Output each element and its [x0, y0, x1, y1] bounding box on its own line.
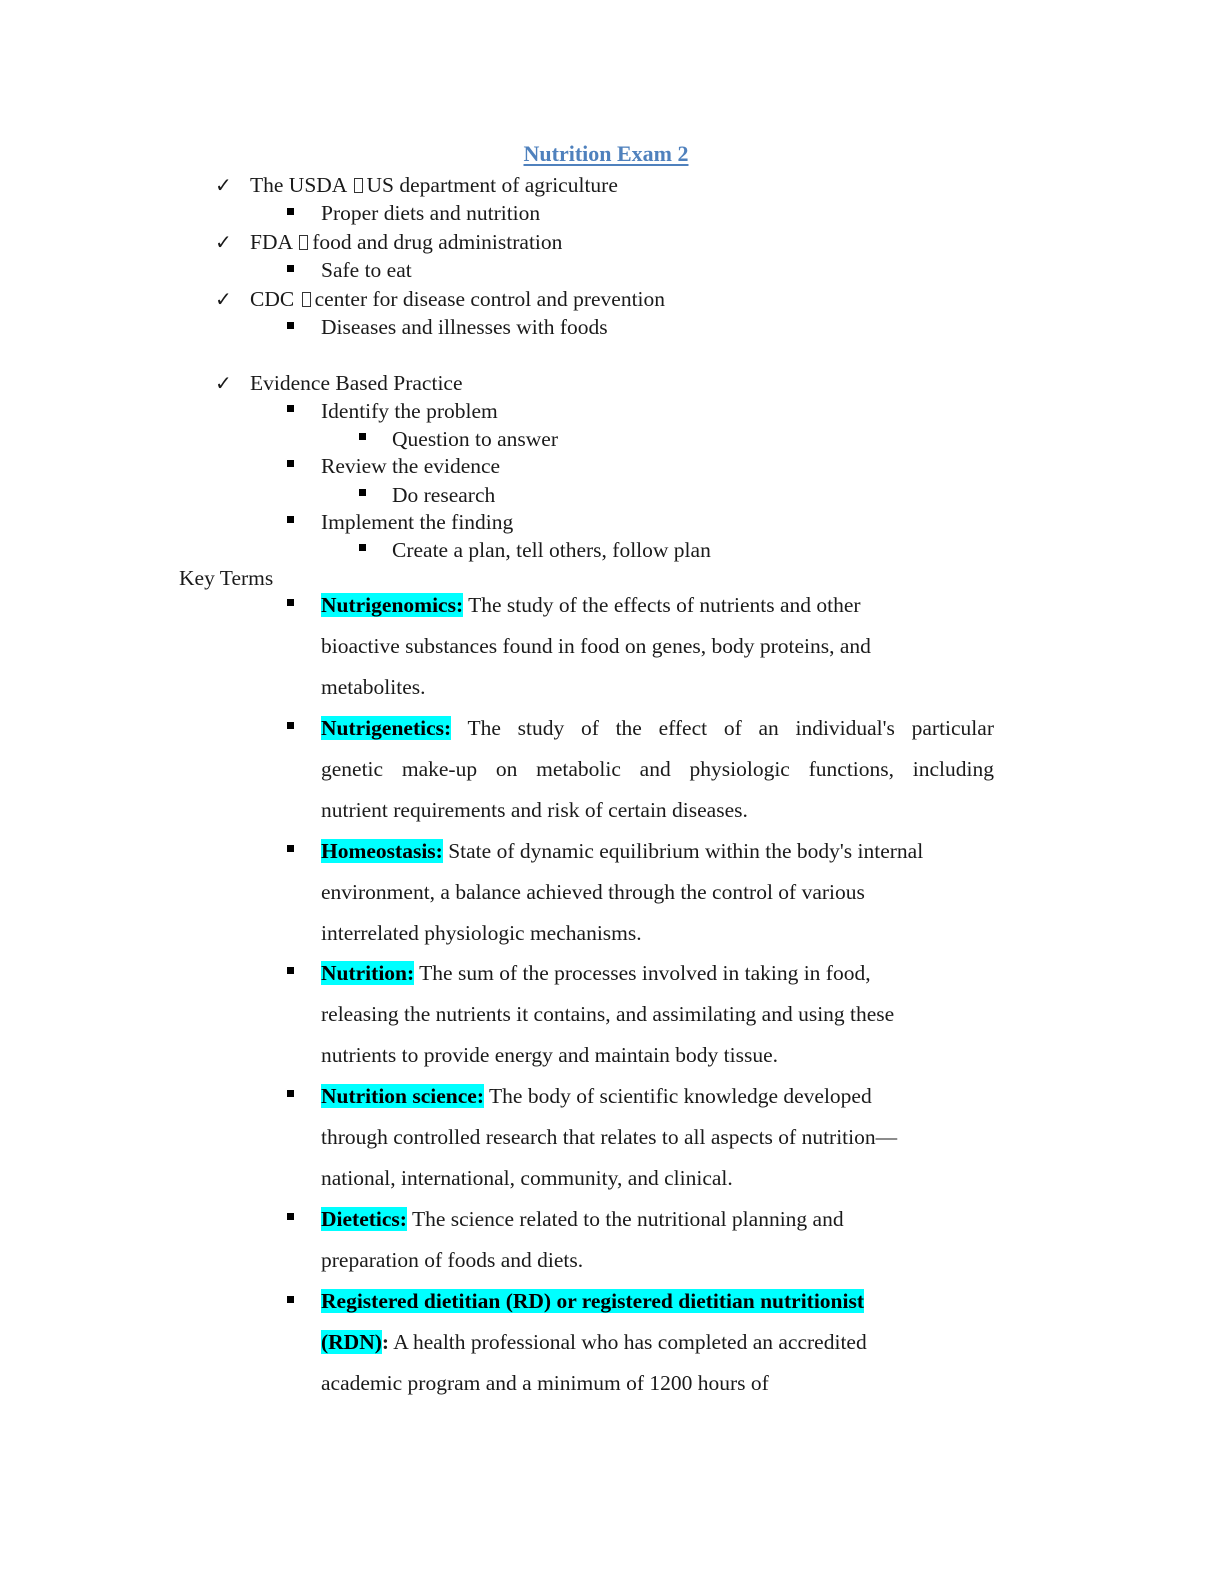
square-bullet-icon: [287, 1213, 294, 1220]
agency-full-name: center for disease control and preventio…: [314, 287, 666, 311]
definition-line: academic program and a minimum of 1200 h…: [321, 1370, 769, 1395]
square-bullet-icon: [359, 489, 366, 496]
definition-line: national, international, community, and …: [321, 1165, 733, 1190]
term-label: Homeostasis:: [321, 839, 443, 863]
agency-cdc: CDC center for disease control and preve…: [250, 285, 665, 313]
square-bullet-icon: [287, 845, 294, 852]
ebp-step: Implement the finding: [321, 510, 514, 534]
agency-note: Safe to eat: [321, 258, 412, 282]
term-label: Registered dietitian (RD) or registered …: [321, 1289, 865, 1313]
definition-line: environment, a balance achieved through …: [321, 879, 865, 904]
agency-abbr: CDC: [250, 287, 295, 311]
definition-line: metabolites.: [321, 674, 426, 699]
checkmark-icon: ✓: [215, 371, 232, 395]
term-nutrition: Nutrition: The sum of the processes invo…: [321, 953, 994, 1075]
square-bullet-icon: [287, 460, 294, 467]
agency-full-name: US department of agriculture: [366, 173, 618, 197]
square-bullet-icon: [287, 599, 294, 606]
term-nutrition-science: Nutrition science: The body of scientifi…: [321, 1076, 994, 1198]
definition-line: A health professional who has completed …: [393, 1329, 867, 1354]
square-bullet-icon: [287, 208, 294, 215]
square-bullet-icon: [287, 1090, 294, 1097]
term-dietetics: Dietetics: The science related to the nu…: [321, 1199, 994, 1281]
term-registered-dietitian: Registered dietitian (RD) or registered …: [321, 1281, 994, 1403]
definition-line: The study of the effects of nutrients an…: [468, 593, 861, 617]
definition-line: The science related to the nutritional p…: [411, 1207, 844, 1231]
definition-line: bioactive substances found in food on ge…: [321, 633, 871, 658]
ebp-step-detail: Do research: [392, 483, 496, 507]
term-label: Nutrigenetics:: [321, 716, 452, 740]
term-label: Dietetics:: [321, 1207, 407, 1231]
ebp-step-detail: Create a plan, tell others, follow plan: [392, 538, 711, 562]
box-glyph-icon: [301, 292, 311, 307]
checkmark-icon: ✓: [215, 287, 232, 311]
term-homeostasis: Homeostasis: State of dynamic equilibriu…: [321, 831, 994, 953]
definition-line: preparation of foods and diets.: [321, 1247, 584, 1272]
square-bullet-icon: [287, 967, 294, 974]
square-bullet-icon: [287, 722, 294, 729]
agency-abbr: The USDA: [250, 173, 347, 197]
term-label: (RDN): [321, 1329, 382, 1354]
agency-note: Diseases and illnesses with foods: [321, 315, 608, 339]
term-label: Nutrition science:: [321, 1084, 485, 1108]
definition-line: genetic make-up on metabolic and physiol…: [321, 756, 994, 781]
agency-full-name: food and drug administration: [312, 230, 563, 254]
ebp-heading: Evidence Based Practice: [250, 371, 463, 395]
definition-line: nutrients to provide energy and maintain…: [321, 1042, 778, 1067]
square-bullet-icon: [287, 322, 294, 329]
definition-line: The study of the effect of an individual…: [467, 716, 995, 740]
agency-note: Proper diets and nutrition: [321, 201, 541, 225]
square-bullet-icon: [287, 1296, 294, 1303]
term-label: Nutrigenomics:: [321, 593, 464, 617]
definition-line: nutrient requirements and risk of certai…: [321, 797, 748, 822]
square-bullet-icon: [287, 265, 294, 272]
term-label: Nutrition:: [321, 961, 415, 985]
agency-usda: The USDA US department of agriculture: [250, 171, 618, 199]
checkmark-icon: ✓: [215, 173, 232, 197]
definition-line: The sum of the processes involved in tak…: [419, 961, 871, 985]
definition-line: The body of scientific knowledge develop…: [489, 1084, 872, 1108]
box-glyph-icon: [353, 178, 363, 193]
definition-line: through controlled research that relates…: [321, 1124, 898, 1149]
term-nutrigenomics: Nutrigenomics: The study of the effects …: [321, 585, 994, 707]
ebp-step: Identify the problem: [321, 399, 498, 423]
square-bullet-icon: [287, 405, 294, 412]
ebp-step: Review the evidence: [321, 454, 501, 478]
term-nutrigenetics: Nutrigenetics: The study of the effect o…: [321, 708, 994, 830]
square-bullet-icon: [287, 516, 294, 523]
definition-line: State of dynamic equilibrium within the …: [448, 839, 924, 863]
page-title: Nutrition Exam 2: [523, 141, 689, 166]
term-colon: :: [381, 1329, 390, 1354]
ebp-step-detail: Question to answer: [392, 427, 558, 451]
checkmark-icon: ✓: [215, 230, 232, 254]
square-bullet-icon: [359, 433, 366, 440]
definition-line: releasing the nutrients it contains, and…: [321, 1001, 895, 1026]
box-glyph-icon: [299, 235, 309, 250]
agency-abbr: FDA: [250, 230, 292, 254]
key-terms-heading: Key Terms: [179, 566, 274, 590]
agency-fda: FDA food and drug administration: [250, 228, 562, 256]
square-bullet-icon: [359, 544, 366, 551]
definition-line: interrelated physiologic mechanisms.: [321, 920, 642, 945]
